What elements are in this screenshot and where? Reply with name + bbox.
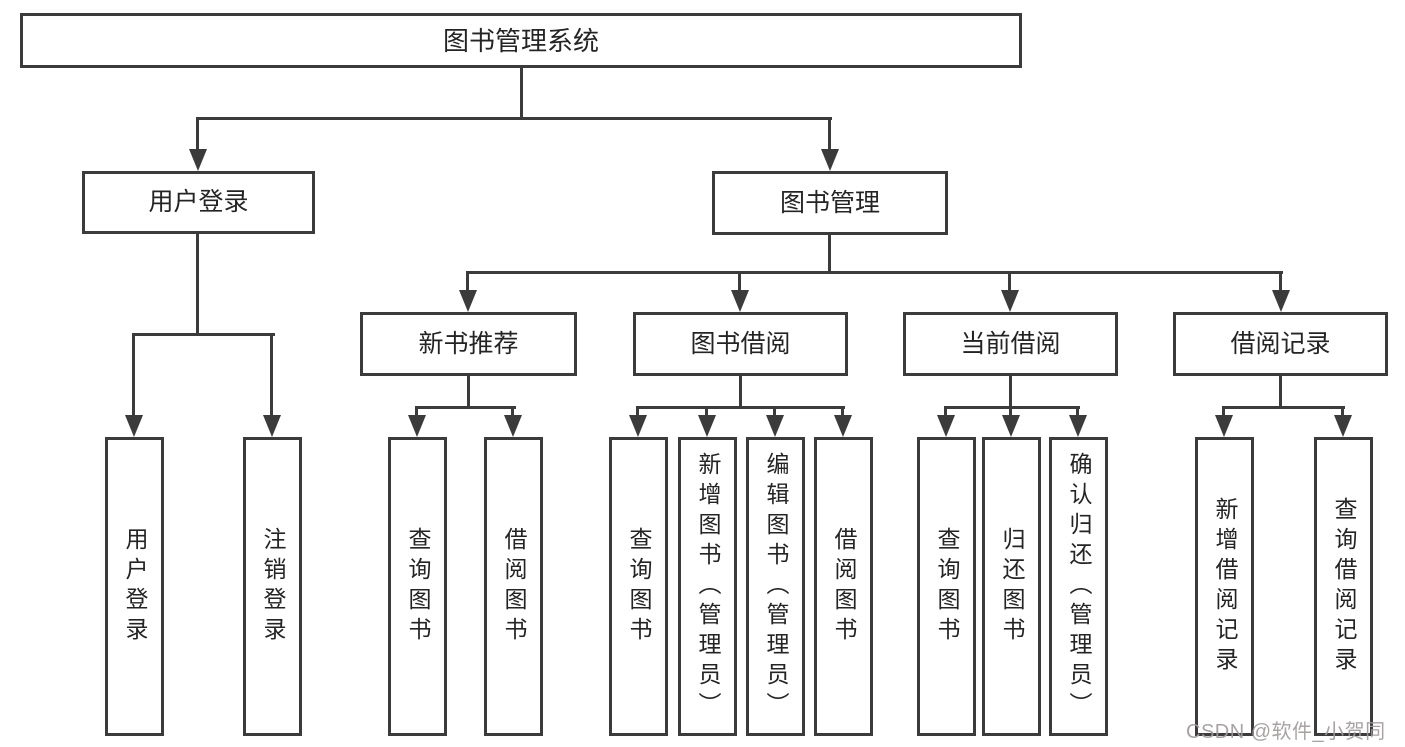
node-borrowing-records: 借阅记录 — [1173, 312, 1388, 376]
connector-stub — [270, 333, 273, 417]
connector-stub — [415, 406, 418, 417]
connector-mgmt-drop — [828, 235, 831, 273]
arrowhead-down-icon — [1215, 415, 1233, 437]
connector-stub — [1279, 271, 1282, 293]
connector-stub — [1009, 406, 1012, 417]
node-library-management-system: 图书管理系统 — [20, 13, 1022, 68]
connector-root-drop — [520, 68, 523, 119]
leaf-borrow-books-1: 借阅图书 — [484, 437, 543, 736]
connector-stub — [705, 406, 708, 417]
connector-root-bar — [196, 117, 832, 120]
node-book-management: 图书管理 — [712, 171, 948, 235]
connector-stub — [841, 406, 844, 417]
connector-mgmt-bar — [466, 271, 1283, 274]
connector-bar — [944, 406, 1080, 409]
connector-drop — [467, 376, 470, 408]
arrowhead-down-icon — [821, 149, 839, 171]
connector-stub — [828, 117, 831, 152]
connector-stub — [1008, 271, 1011, 293]
connector-drop — [1009, 376, 1012, 408]
arrowhead-down-icon — [766, 415, 784, 437]
connector-login-drop — [196, 234, 199, 336]
arrowhead-down-icon — [1334, 415, 1352, 437]
connector-stub — [1076, 406, 1079, 417]
connector-stub — [636, 406, 639, 417]
connector-stub — [196, 117, 199, 152]
connector-bar — [636, 406, 845, 409]
connector-stub — [944, 406, 947, 417]
connector-stub — [738, 271, 741, 293]
arrowhead-down-icon — [731, 290, 749, 312]
leaf-edit-book-admin: 编辑图书（管理员） — [746, 437, 805, 736]
arrowhead-down-icon — [937, 415, 955, 437]
connector-stub — [511, 406, 514, 417]
arrowhead-down-icon — [1069, 415, 1087, 437]
leaf-query-books-3: 查询图书 — [917, 437, 976, 736]
leaf-query-books-1: 查询图书 — [388, 437, 447, 736]
arrowhead-down-icon — [459, 290, 477, 312]
connector-stub — [773, 406, 776, 417]
leaf-borrow-books-2: 借阅图书 — [814, 437, 873, 736]
connector-stub — [466, 271, 469, 293]
connector-stub — [1341, 406, 1344, 417]
leaf-confirm-return-admin: 确认归还（管理员） — [1049, 437, 1108, 736]
arrowhead-down-icon — [408, 415, 426, 437]
leaf-return-book: 归还图书 — [982, 437, 1041, 736]
arrowhead-down-icon — [263, 415, 281, 437]
leaf-add-borrow-record: 新增借阅记录 — [1195, 437, 1254, 736]
connector-login-bar — [132, 333, 275, 336]
arrowhead-down-icon — [834, 415, 852, 437]
node-new-book-recommend: 新书推荐 — [360, 312, 577, 376]
connector-stub — [1222, 406, 1225, 417]
arrowhead-down-icon — [1002, 415, 1020, 437]
arrowhead-down-icon — [189, 149, 207, 171]
node-user-login: 用户登录 — [82, 171, 315, 234]
arrowhead-down-icon — [698, 415, 716, 437]
leaf-user-login: 用户登录 — [105, 437, 164, 736]
arrowhead-down-icon — [629, 415, 647, 437]
connector-drop — [739, 376, 742, 408]
node-current-borrowing: 当前借阅 — [903, 312, 1118, 376]
csdn-watermark: CSDN @软件_小贺同学 — [1186, 721, 1386, 743]
node-book-borrowing: 图书借阅 — [633, 312, 848, 376]
leaf-query-books-2: 查询图书 — [609, 437, 668, 736]
leaf-logout: 注销登录 — [243, 437, 302, 736]
connector-bar — [415, 406, 516, 409]
connector-stub — [132, 333, 135, 417]
connector-bar — [1222, 406, 1345, 409]
arrowhead-down-icon — [504, 415, 522, 437]
arrowhead-down-icon — [125, 415, 143, 437]
arrowhead-down-icon — [1001, 290, 1019, 312]
leaf-query-borrow-record: 查询借阅记录 — [1314, 437, 1373, 736]
leaf-add-book-admin: 新增图书（管理员） — [678, 437, 737, 736]
arrowhead-down-icon — [1272, 290, 1290, 312]
connector-drop — [1279, 376, 1282, 408]
